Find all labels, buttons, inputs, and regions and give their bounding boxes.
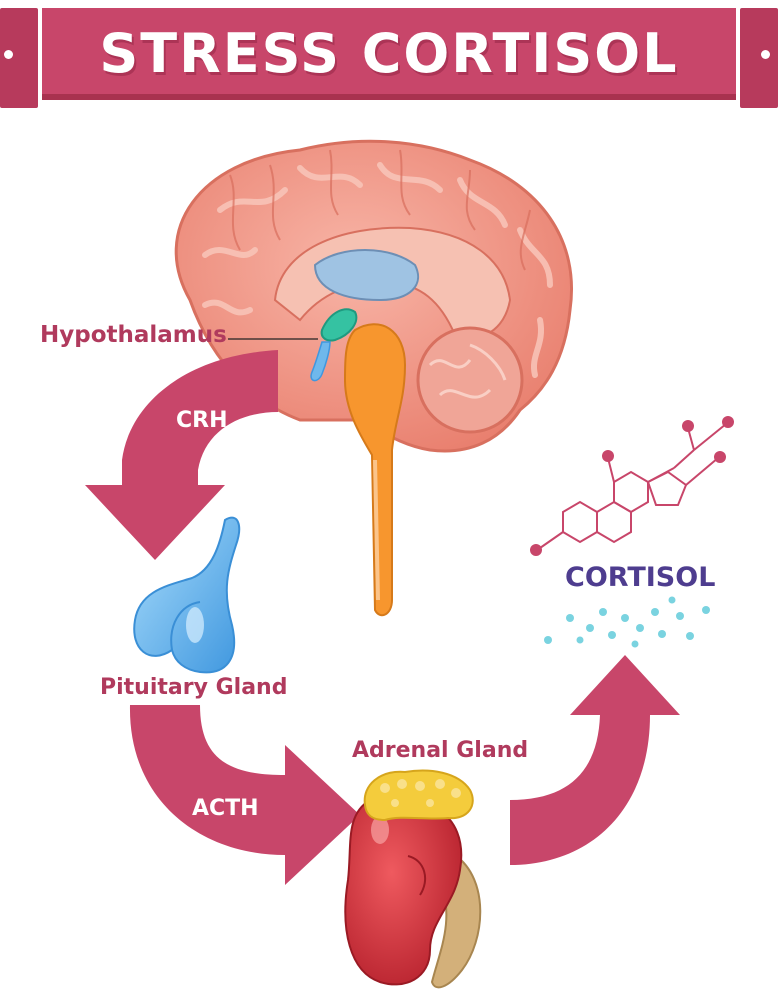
ventricle — [313, 249, 420, 302]
kidney — [344, 796, 463, 986]
cortisol-label: CORTISOL — [565, 562, 716, 593]
banner-left-dot — [4, 50, 13, 59]
cerebellum — [416, 326, 524, 434]
acth-label: ACTH — [192, 796, 259, 821]
cortisol-arrow — [510, 655, 680, 865]
cortisol-particles — [544, 596, 710, 648]
cortisol-molecule — [539, 423, 727, 549]
crh-arrow — [85, 350, 278, 560]
banner-right-dot — [761, 50, 770, 59]
adrenal-cortex — [363, 769, 474, 822]
molecule-atoms — [530, 416, 734, 556]
hypothalamus-region — [320, 308, 358, 342]
pituitary-in-brain — [310, 341, 331, 382]
banner-body — [42, 8, 736, 100]
pituitary-gland-label: Pituitary Gland — [100, 675, 288, 700]
crh-label: CRH — [176, 408, 228, 433]
banner-right-cap — [740, 8, 778, 108]
title-banner: STRESS CORTISOL — [0, 8, 778, 108]
page-title: STRESS CORTISOL — [99, 22, 679, 85]
pituitary-gland-illustration — [133, 516, 241, 674]
banner-left-cap — [0, 8, 38, 108]
hypothalamus-label: Hypothalamus — [40, 322, 227, 348]
adrenal-gland-label: Adrenal Gland — [352, 738, 529, 763]
adrenal-gland-illustration — [344, 769, 482, 989]
acth-arrow — [129, 705, 360, 885]
